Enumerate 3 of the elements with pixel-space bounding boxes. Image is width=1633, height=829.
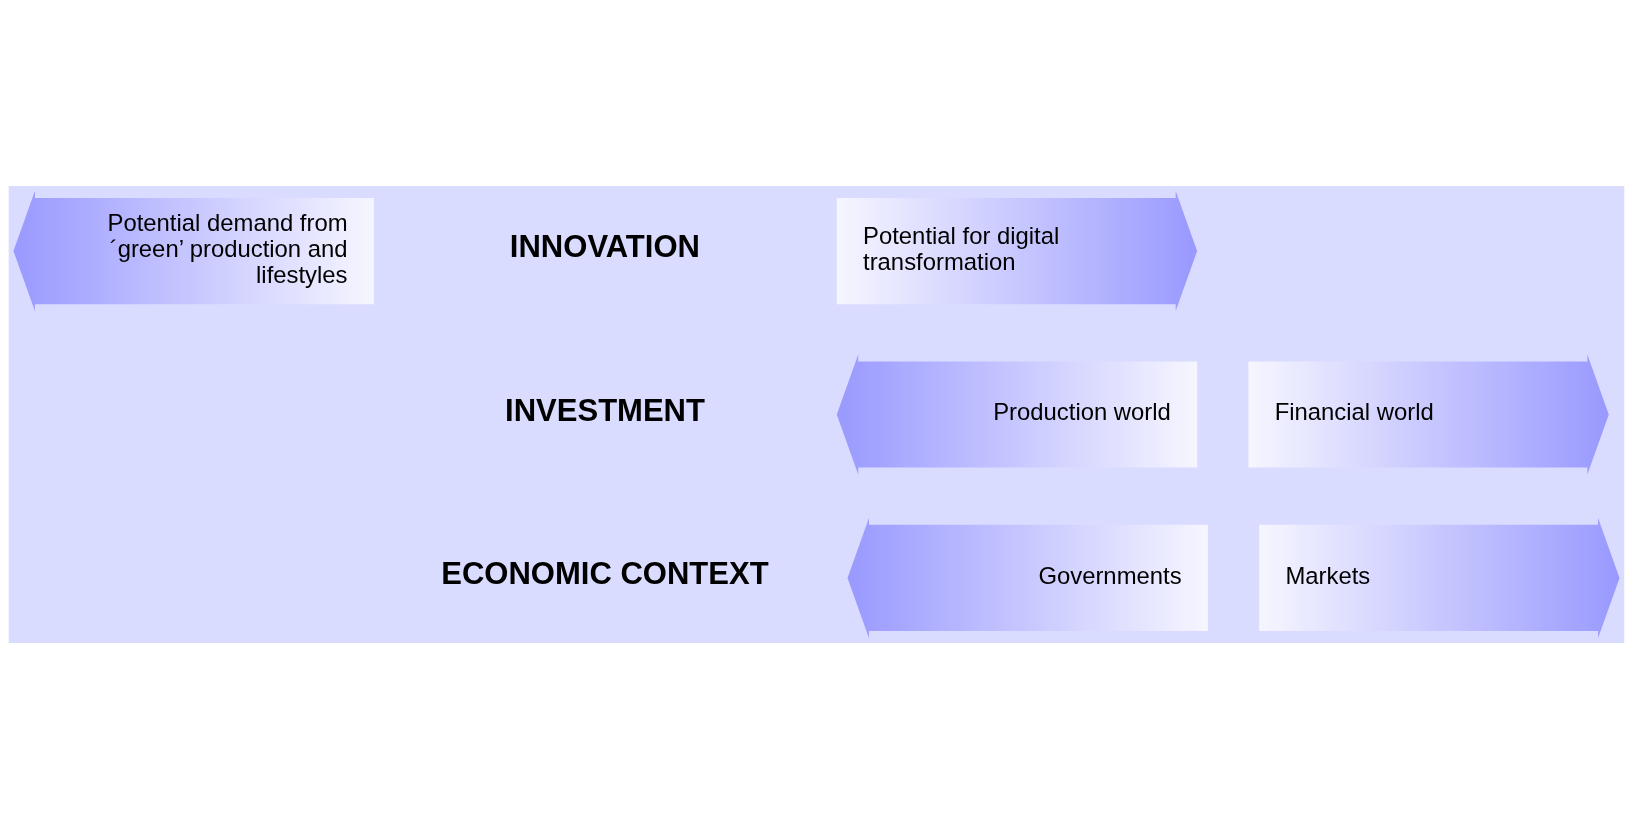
label: INNOVATION [509,229,700,265]
label: INVESTMENT [505,392,705,428]
label: ECONOMIC CONTEXT [441,556,769,592]
